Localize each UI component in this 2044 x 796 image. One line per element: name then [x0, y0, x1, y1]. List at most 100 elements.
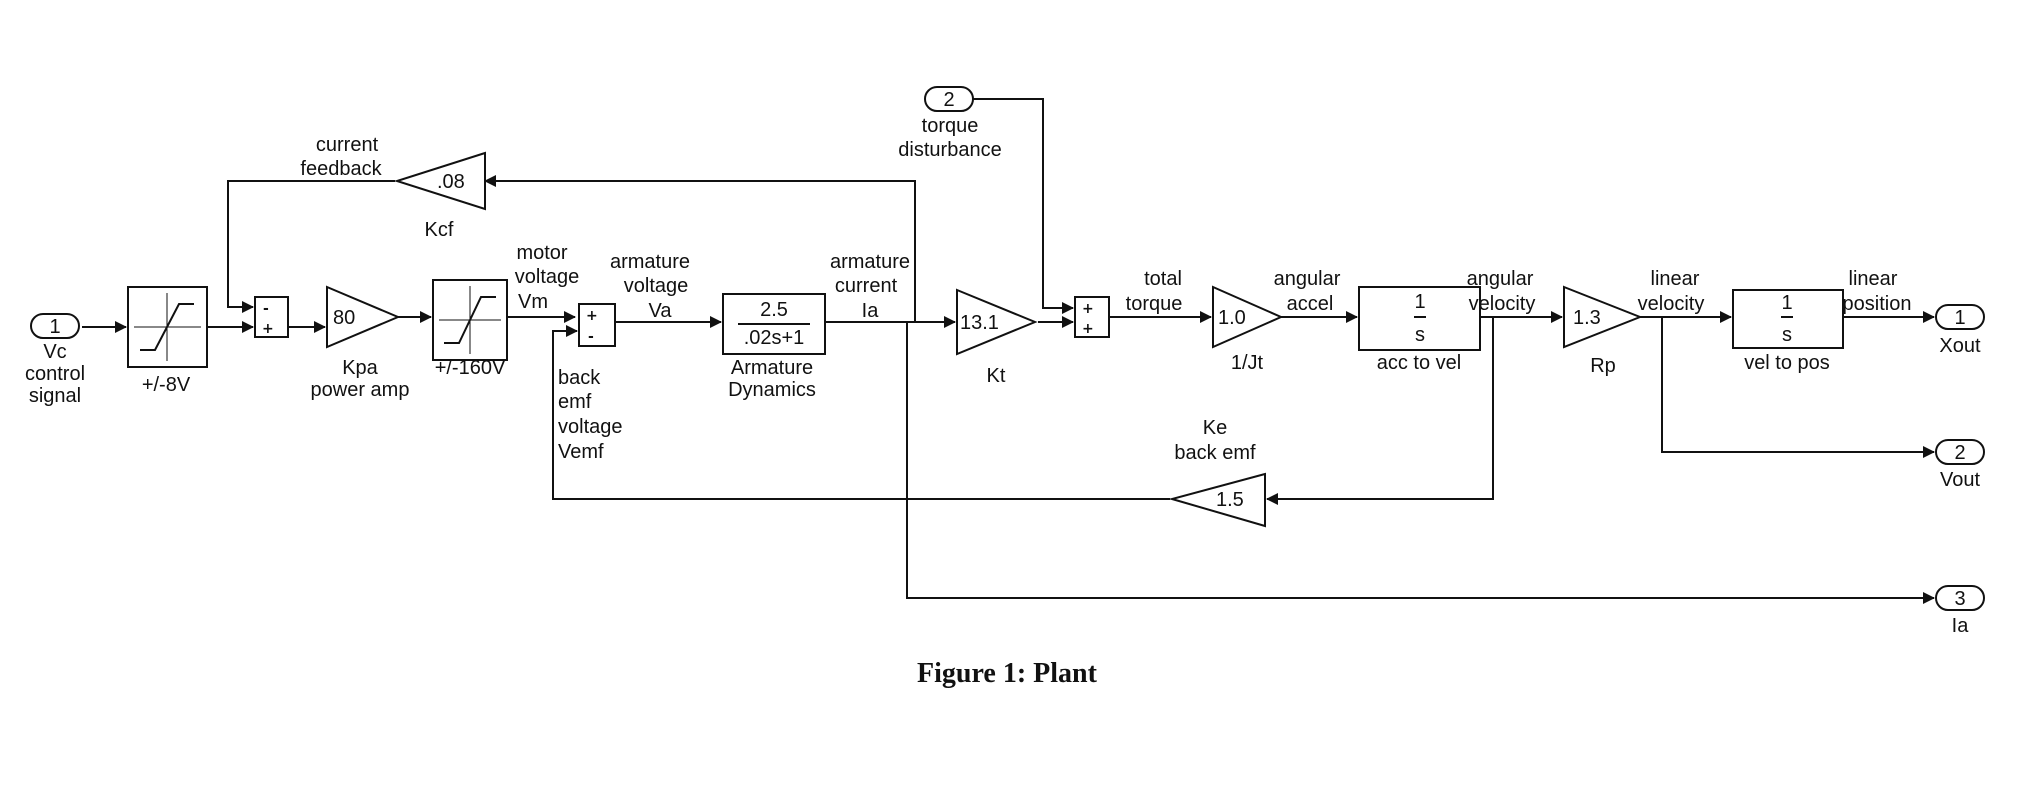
inport-vc-label-3: signal: [29, 385, 81, 407]
outport-ia-number: 3: [1954, 588, 1965, 610]
ke-label-1: Ke: [1203, 417, 1227, 439]
rp-gain-value: 1.3: [1573, 307, 1601, 329]
svg-text:voltage: voltage: [558, 416, 623, 438]
svg-text:feedback: feedback: [300, 158, 382, 180]
signal-label-armature-current: armature current Ia: [830, 251, 910, 322]
kpa-gain-value: 80: [333, 307, 355, 329]
acc-to-vel-numerator: 1: [1414, 291, 1425, 313]
svg-text:angular: angular: [1274, 268, 1341, 290]
svg-text:current: current: [316, 134, 379, 156]
outport-ia-label: Ia: [1952, 615, 1970, 637]
sum3-sign-top: +: [1082, 301, 1094, 317]
svg-text:emf: emf: [558, 391, 592, 413]
svg-text:back: back: [558, 367, 601, 389]
ke-gain-value: 1.5: [1216, 489, 1244, 511]
sum-block-3: + +: [1074, 296, 1110, 338]
inport-vc-label-1: Vc: [43, 341, 66, 363]
svg-text:linear: linear: [1849, 268, 1898, 290]
kt-gain-value: 13.1: [960, 312, 999, 334]
sum3-sign-bottom: +: [1082, 321, 1094, 337]
kpa-label-2: power amp: [311, 379, 410, 401]
acc-to-vel-denominator: s: [1415, 324, 1425, 346]
svg-text:Vemf: Vemf: [558, 441, 604, 463]
signal-label-back-emf: back emf voltage Vemf: [558, 367, 623, 463]
outport-ia: 3 Ia: [1935, 585, 1985, 637]
armature-dynamics-block: 2.5 .02s+1 Armature Dynamics: [722, 293, 826, 401]
inport-torque-disturbance: 2 torque disturbance: [898, 86, 1002, 161]
vel-to-pos-label: vel to pos: [1744, 352, 1830, 374]
inport-vc-label-2: control: [25, 363, 85, 385]
sum-block-1: - +: [254, 296, 289, 338]
svg-text:Ia: Ia: [862, 300, 880, 322]
jt-gain-block: 1.0 1/Jt: [1212, 285, 1284, 374]
svg-text:current: current: [835, 275, 898, 297]
outport-xout-number: 1: [1954, 307, 1965, 329]
outport-xout-label: Xout: [1939, 335, 1981, 357]
kcf-label: Kcf: [425, 219, 454, 241]
figure-caption: Figure 1: Plant: [917, 658, 1098, 689]
svg-text:motor: motor: [516, 242, 567, 264]
vel-to-pos-denominator: s: [1782, 324, 1792, 346]
signal-wires: [82, 98, 1935, 604]
sum1-sign-top: -: [263, 301, 269, 317]
vel-to-pos-numerator: 1: [1781, 292, 1792, 314]
svg-text:angular: angular: [1467, 268, 1534, 290]
sum2-sign-bottom: -: [588, 329, 594, 345]
saturation-8v-label: +/-8V: [142, 374, 191, 396]
inport-torque-label-1: torque: [922, 115, 979, 137]
sum-block-2: + -: [578, 303, 616, 347]
svg-text:voltage: voltage: [624, 275, 689, 297]
signal-label-total-torque: total torque: [1126, 268, 1183, 315]
svg-text:accel: accel: [1287, 293, 1334, 315]
armature-label-2: Dynamics: [728, 379, 816, 401]
svg-text:linear: linear: [1651, 268, 1700, 290]
svg-text:armature: armature: [830, 251, 910, 273]
sum1-sign-bottom: +: [262, 321, 274, 337]
kcf-gain-value: .08: [437, 171, 465, 193]
sum2-sign-top: +: [586, 308, 598, 324]
jt-gain-value: 1.0: [1218, 307, 1246, 329]
signal-label-motor-voltage: motor voltage Vm: [515, 242, 580, 313]
saturation-160v-block: +/-160V: [432, 279, 508, 379]
inport-torque-number: 2: [943, 89, 954, 111]
kpa-gain-block: 80 Kpa power amp: [311, 285, 410, 401]
outport-vout-number: 2: [1954, 442, 1965, 464]
svg-text:velocity: velocity: [1638, 293, 1705, 315]
saturation-160v-label: +/-160V: [435, 357, 506, 379]
kpa-label-1: Kpa: [342, 357, 378, 379]
inport-vc-number: 1: [49, 316, 60, 338]
signal-label-angular-velocity: angular velocity: [1467, 268, 1536, 315]
signal-label-angular-accel: angular accel: [1274, 268, 1341, 315]
outport-xout: 1 Xout: [1935, 304, 1985, 357]
acc-to-vel-block: 1 s acc to vel: [1358, 286, 1481, 374]
svg-text:position: position: [1843, 293, 1912, 315]
svg-text:Va: Va: [649, 300, 673, 322]
kt-label: Kt: [987, 365, 1006, 387]
ke-label-2: back emf: [1174, 442, 1256, 464]
outport-vout-label: Vout: [1940, 469, 1980, 491]
rp-gain-block: 1.3 Rp: [1563, 285, 1643, 377]
svg-text:total: total: [1144, 268, 1182, 290]
signal-label-current-feedback: current feedback: [300, 134, 382, 180]
ke-gain-block: 1.5 Ke back emf: [1168, 417, 1266, 528]
armature-denominator: .02s+1: [744, 327, 805, 349]
signal-label-linear-velocity: linear velocity: [1638, 268, 1705, 315]
svg-text:armature: armature: [610, 251, 690, 273]
armature-label-1: Armature: [731, 357, 813, 379]
saturation-8v-block: +/-8V: [127, 286, 208, 396]
rp-label: Rp: [1590, 355, 1616, 377]
svg-text:torque: torque: [1126, 293, 1183, 315]
acc-to-vel-label: acc to vel: [1377, 352, 1461, 374]
svg-text:voltage: voltage: [515, 266, 580, 288]
svg-text:velocity: velocity: [1469, 293, 1536, 315]
svg-text:Vm: Vm: [518, 291, 548, 313]
inport-torque-label-2: disturbance: [898, 139, 1001, 161]
vel-to-pos-block: 1 s vel to pos: [1732, 289, 1844, 374]
armature-numerator: 2.5: [760, 299, 788, 321]
kt-gain-block: 13.1 Kt: [956, 288, 1038, 387]
outport-vout: 2 Vout: [1935, 439, 1985, 491]
signal-label-armature-voltage: armature voltage Va: [610, 251, 690, 322]
kcf-gain-block: .08 Kcf: [393, 151, 486, 241]
inport-vc: 1 Vc control signal: [25, 313, 85, 407]
